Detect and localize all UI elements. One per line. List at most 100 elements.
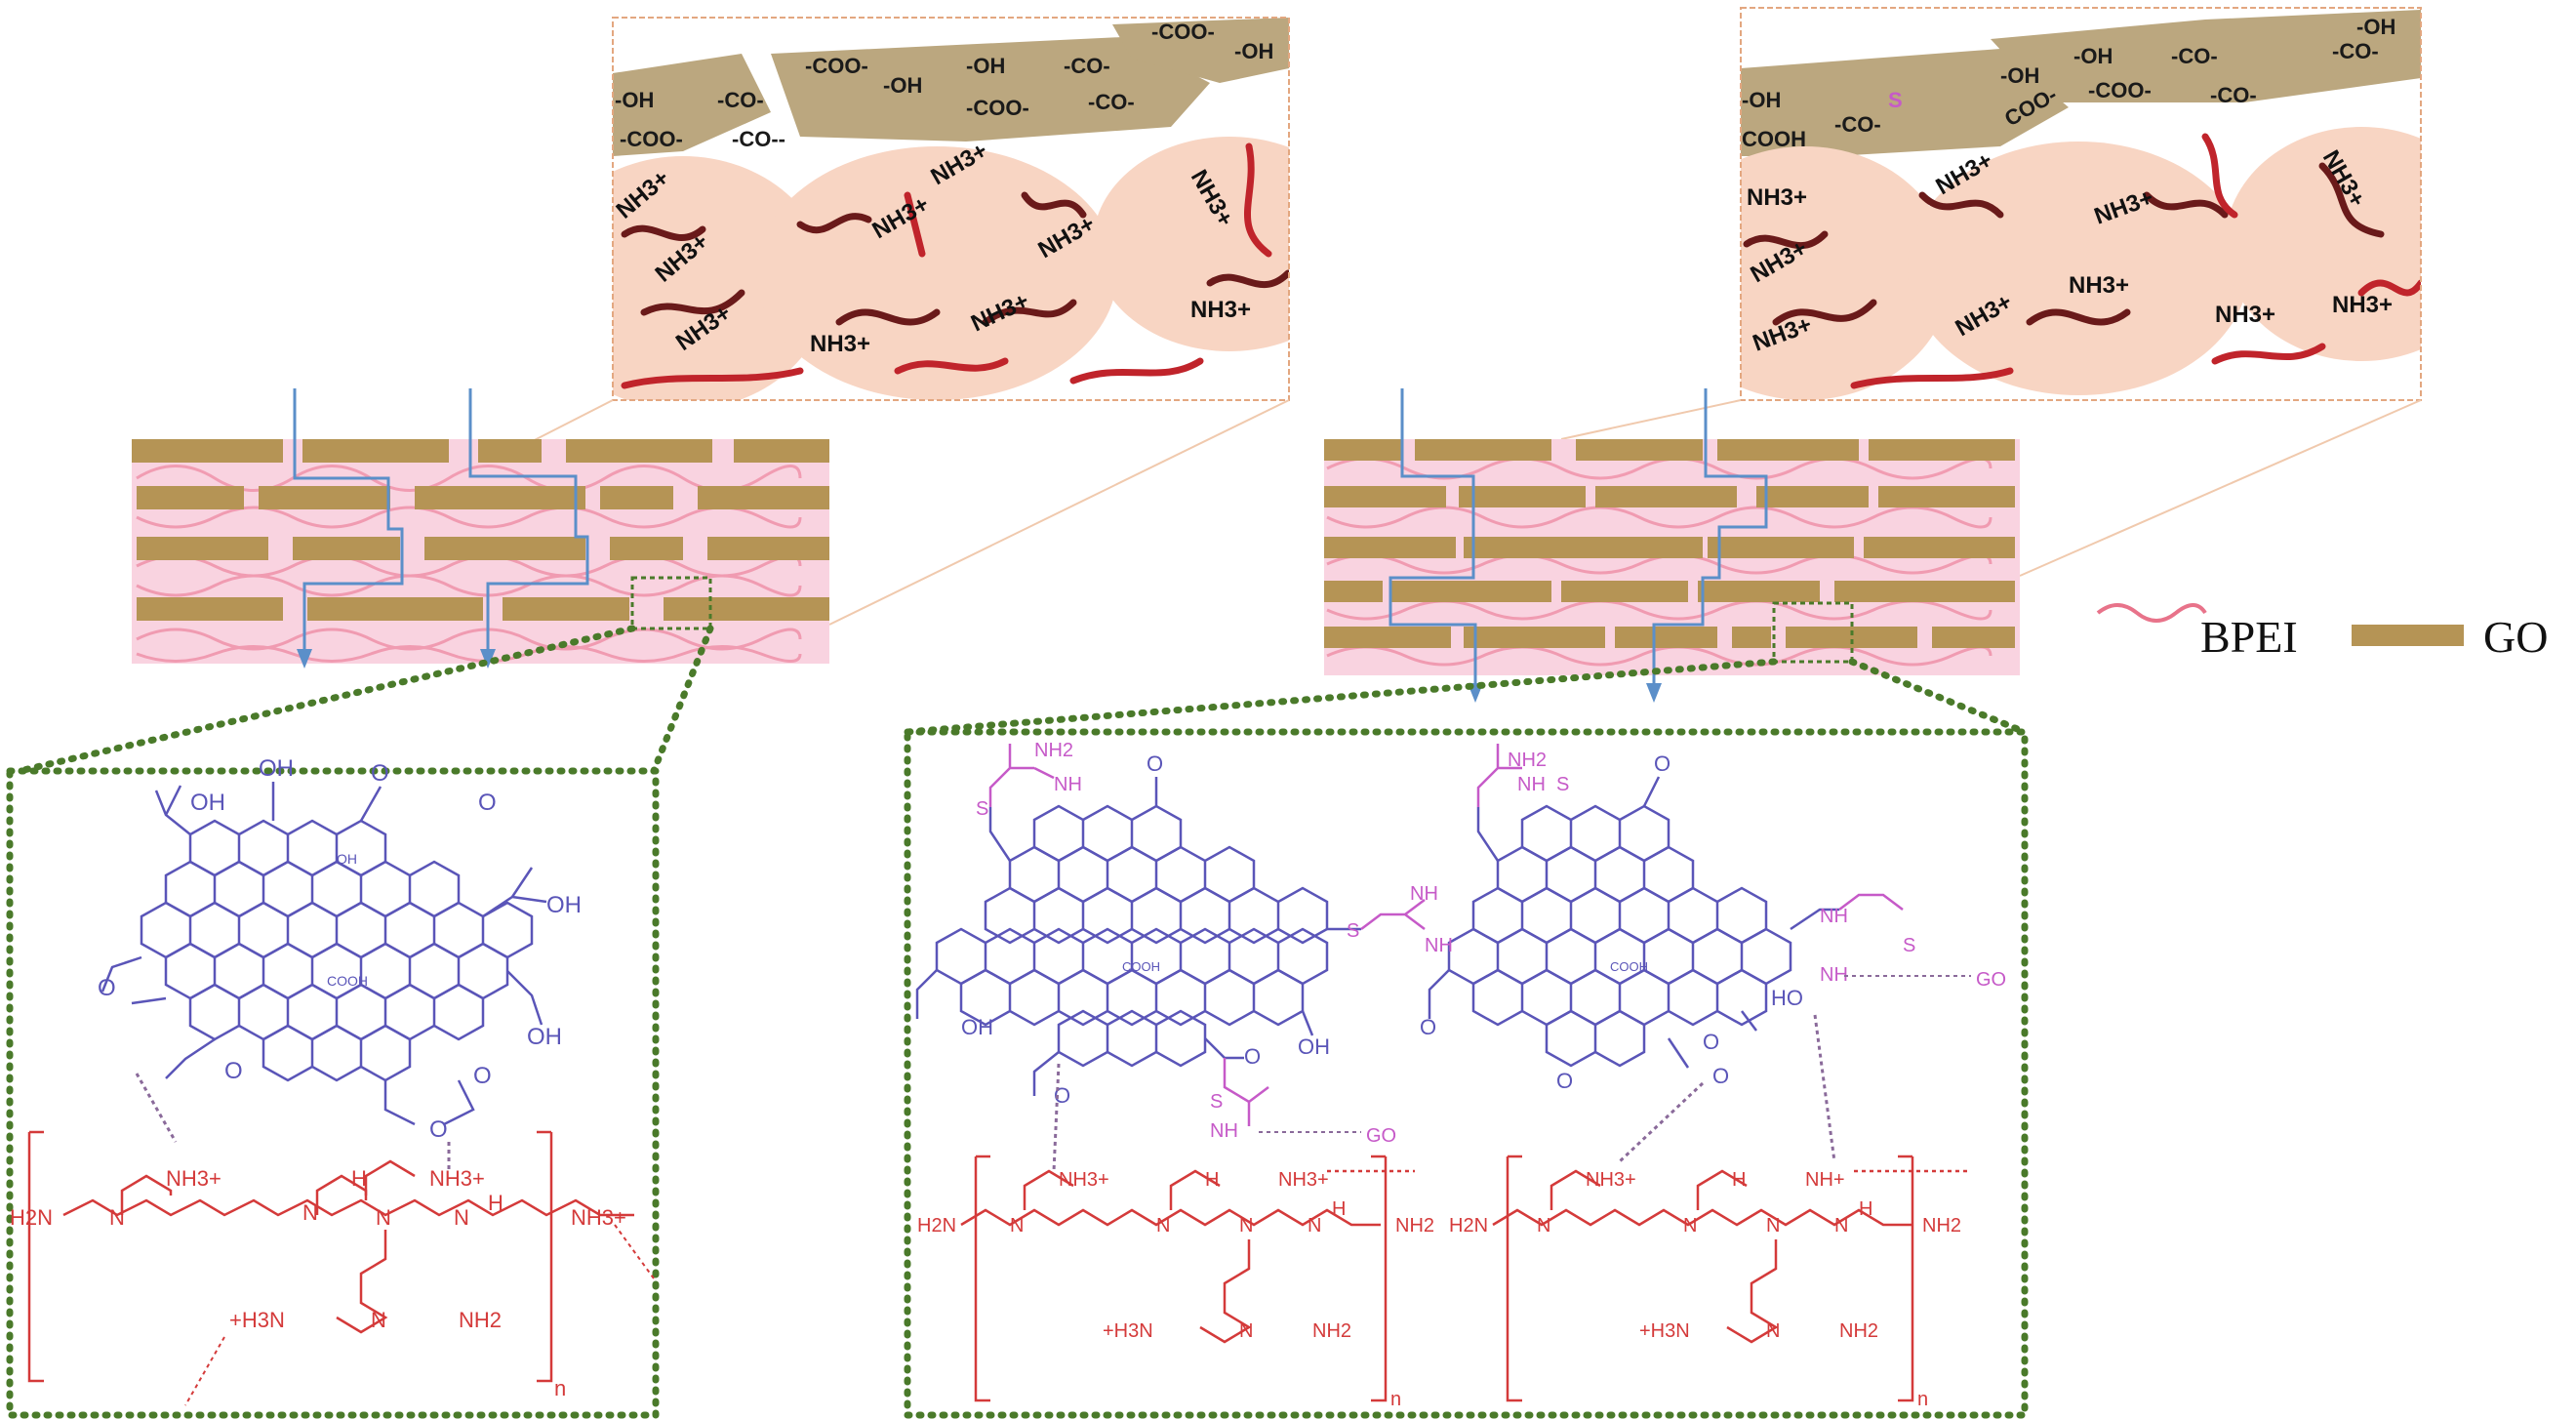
right-bpei-chains xyxy=(960,1155,1971,1402)
left-bpei-group-11: N xyxy=(371,1308,386,1332)
left-go-group-2: O xyxy=(371,760,389,787)
right-inset-label-4: COOH xyxy=(1742,127,1806,151)
right-water-path-1 xyxy=(1389,388,1477,685)
left-bpei-group-12: NH2 xyxy=(459,1308,502,1332)
left-bpei-group-3: N xyxy=(302,1200,318,1225)
right-go-group-2: S xyxy=(976,798,988,820)
right-inset-label-5: -CO- xyxy=(1834,112,1881,137)
left-connector-2 xyxy=(650,625,714,775)
left-chem-panel: OH OH O O OH OH O O O O COOH OH H2N N xyxy=(6,625,714,1419)
right-go-group-15: O xyxy=(1712,1064,1729,1088)
right-thiourea-3: NH xyxy=(1820,906,1848,927)
left-go-group-6: O xyxy=(98,975,116,1001)
right-inset-label-11: S xyxy=(1888,88,1903,112)
left-inset-label-9: -OH xyxy=(1234,39,1273,63)
right-inset-bpei-blob-3 xyxy=(2225,127,2421,361)
right-go-group-12: S xyxy=(1556,774,1569,795)
right-bpei-group-25: N xyxy=(1766,1320,1780,1342)
right-chem-panel: NH2 NH S NH2 S NH S NH NH NH S NH GO GO … xyxy=(904,658,2029,1419)
legend-bpei-label: BPEI xyxy=(2200,612,2298,662)
legend-go-swatch xyxy=(2352,625,2464,646)
right-inset-label-7: -CO- xyxy=(2210,83,2257,107)
left-bpei-group-5: N xyxy=(376,1205,391,1230)
right-go-group-17: HO xyxy=(1771,986,1803,1010)
left-bpei-group-4: H xyxy=(351,1166,367,1191)
left-go-group-7: O xyxy=(224,1058,243,1084)
right-bpei-group-10: +H3N xyxy=(1103,1320,1153,1342)
right-thiourea-4: S xyxy=(1903,935,1915,956)
left-inset-label-11: -CO-- xyxy=(732,127,785,151)
left-bpei-group-7: N xyxy=(454,1205,469,1230)
right-go-group-10: O xyxy=(1420,1015,1436,1039)
left-inset-amine-3: NH3+ xyxy=(810,331,870,357)
right-bpei-group-27: n xyxy=(1917,1389,1928,1410)
right-go-group-7: COOH xyxy=(1122,959,1160,974)
right-thiourea-5: NH xyxy=(1820,964,1848,986)
right-inset-polymer-chains xyxy=(1743,133,2421,389)
left-go-group-9: O xyxy=(429,1116,448,1143)
left-water-path-1 xyxy=(293,388,404,652)
right-bpei-group-0: H2N xyxy=(917,1215,956,1237)
left-inset-label-4: -OH xyxy=(966,54,1005,78)
right-water-path-2 xyxy=(1652,388,1768,685)
right-go-group-1: NH xyxy=(1054,774,1082,795)
right-zoom-inset: -OH -OH -OH COO- COOH -CO- -CO- -CO- -CO… xyxy=(1741,8,2421,400)
right-inset-bpei-blob-1 xyxy=(1741,146,1952,400)
right-bpei-group-19: N xyxy=(1766,1215,1780,1237)
left-membrane xyxy=(132,388,829,669)
right-go-group-18: O xyxy=(1703,1030,1719,1054)
right-bpei-group-6: NH3+ xyxy=(1278,1169,1329,1191)
left-inset-label-10: -COO- xyxy=(1151,20,1215,44)
right-bpei-group-23: NH2 xyxy=(1922,1215,1961,1237)
right-go-group-4: OH xyxy=(961,1015,993,1039)
left-bpei-group-0: H2N xyxy=(10,1205,53,1230)
left-go-group-8: O xyxy=(473,1063,492,1089)
right-inset-label-6: -CO- xyxy=(2171,44,2218,68)
left-bpei-group-8: H xyxy=(488,1191,503,1215)
left-inset-amine-8: NH3+ xyxy=(1190,297,1251,323)
right-bpei-group-7: N xyxy=(1308,1215,1321,1237)
left-water-arrow-2 xyxy=(480,649,496,669)
right-go-group-9: O xyxy=(1654,751,1670,776)
right-inset-label-1: -OH xyxy=(2000,63,2039,88)
legend: BPEI GO xyxy=(2096,603,2548,662)
legend-go-label: GO xyxy=(2483,612,2548,662)
left-inset-bpei-blob-2 xyxy=(756,146,1117,400)
right-bpei-group-14: H2N xyxy=(1449,1215,1488,1237)
right-go-lattice-1 xyxy=(915,777,1361,1096)
right-water-arrow-2 xyxy=(1646,683,1662,703)
right-bpei-group-17: N xyxy=(1683,1215,1697,1237)
right-bpei-group-11: N xyxy=(1239,1320,1253,1342)
left-connector-1 xyxy=(16,625,636,775)
right-bpei-group-18: H xyxy=(1732,1169,1746,1191)
right-go-group-14: O xyxy=(1556,1069,1573,1093)
left-go-group-1: OH xyxy=(259,755,294,782)
right-chem-panel-border xyxy=(904,728,2029,1419)
right-bpei-group-13: n xyxy=(1390,1389,1401,1410)
left-inset-label-5: -CO- xyxy=(1064,54,1110,78)
right-inset-label-8: -COO- xyxy=(2088,78,2152,102)
left-inset-label-0: -OH xyxy=(615,88,654,112)
right-inset-amine-8: NH3+ xyxy=(2332,292,2393,318)
right-go-group-13: NH xyxy=(1517,774,1546,795)
left-inset-go-sheet-1 xyxy=(613,54,771,156)
right-go-group-6: O xyxy=(1244,1044,1261,1069)
left-go-group-4: OH xyxy=(546,892,582,918)
right-bpei-group-4: H xyxy=(1205,1169,1219,1191)
left-go-group-11: OH xyxy=(337,851,357,867)
left-inset-label-7: -CO- xyxy=(1088,90,1135,114)
left-inset-label-8: -COO- xyxy=(966,96,1029,120)
left-bpei-group-2: NH3+ xyxy=(166,1166,221,1191)
left-membrane-go-layers xyxy=(132,439,829,621)
right-bpei-group-2: NH3+ xyxy=(1059,1169,1109,1191)
right-thiourea-nh: NH xyxy=(1210,1120,1238,1142)
left-go-group-10: COOH xyxy=(327,973,368,989)
right-bpei-group-16: NH3+ xyxy=(1586,1169,1636,1191)
right-go-group-11: NH2 xyxy=(1508,750,1547,771)
right-bpei-group-21: N xyxy=(1834,1215,1848,1237)
legend-bpei-swatch xyxy=(2096,603,2207,623)
right-inset-amine-0: NH3+ xyxy=(1747,184,1807,211)
right-go-group-0: NH2 xyxy=(1034,740,1073,761)
left-inset-polymer-chains xyxy=(621,142,1289,389)
